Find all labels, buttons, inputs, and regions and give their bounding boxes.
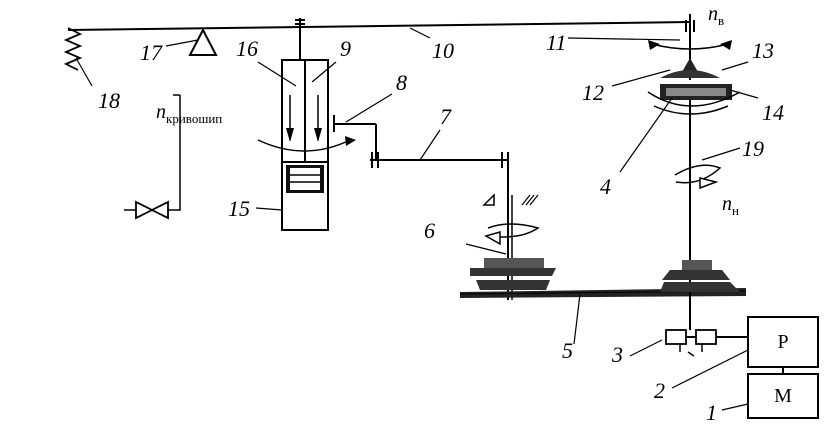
callout-4: 4 xyxy=(600,174,611,199)
left-spindle xyxy=(470,168,556,300)
valve xyxy=(124,94,181,220)
callout-8: 8 xyxy=(396,70,407,95)
motor-box: M xyxy=(747,373,819,419)
fulcrum xyxy=(188,27,218,56)
right-spindle xyxy=(647,14,741,330)
callout-11: 11 xyxy=(546,30,566,55)
callout-15: 15 xyxy=(228,196,250,221)
shaft xyxy=(370,152,509,168)
symbol-n-crank: nкривошип xyxy=(156,101,222,126)
callout-7: 7 xyxy=(440,104,452,129)
symbol-n-v: nв xyxy=(708,3,724,28)
callout-6: 6 xyxy=(424,218,435,243)
callout-16: 16 xyxy=(236,36,258,61)
callout-5: 5 xyxy=(562,338,573,363)
callout-2: 2 xyxy=(654,378,665,403)
callout-10: 10 xyxy=(432,38,454,63)
coupling xyxy=(665,329,748,357)
callout-numbers: 1 2 3 4 5 6 7 8 9 10 11 12 13 14 15 16 1… xyxy=(98,30,784,425)
callout-19: 19 xyxy=(742,136,764,161)
leader-lines xyxy=(75,27,759,411)
callout-3: 3 xyxy=(611,342,623,367)
reducer-label: P xyxy=(777,331,788,353)
callout-18: 18 xyxy=(98,88,120,113)
callout-9: 9 xyxy=(340,36,351,61)
spring xyxy=(63,27,83,71)
motor-label: M xyxy=(774,385,792,407)
callout-14: 14 xyxy=(762,100,784,125)
cylinder-assembly xyxy=(257,30,356,231)
top-lever xyxy=(67,18,691,32)
symbol-n-n: nн xyxy=(722,193,739,218)
crank-link xyxy=(333,115,377,160)
callout-1: 1 xyxy=(706,400,717,425)
reducer-box: P xyxy=(747,316,819,368)
callout-17: 17 xyxy=(140,40,163,65)
callout-12: 12 xyxy=(582,80,604,105)
callout-13: 13 xyxy=(752,38,774,63)
